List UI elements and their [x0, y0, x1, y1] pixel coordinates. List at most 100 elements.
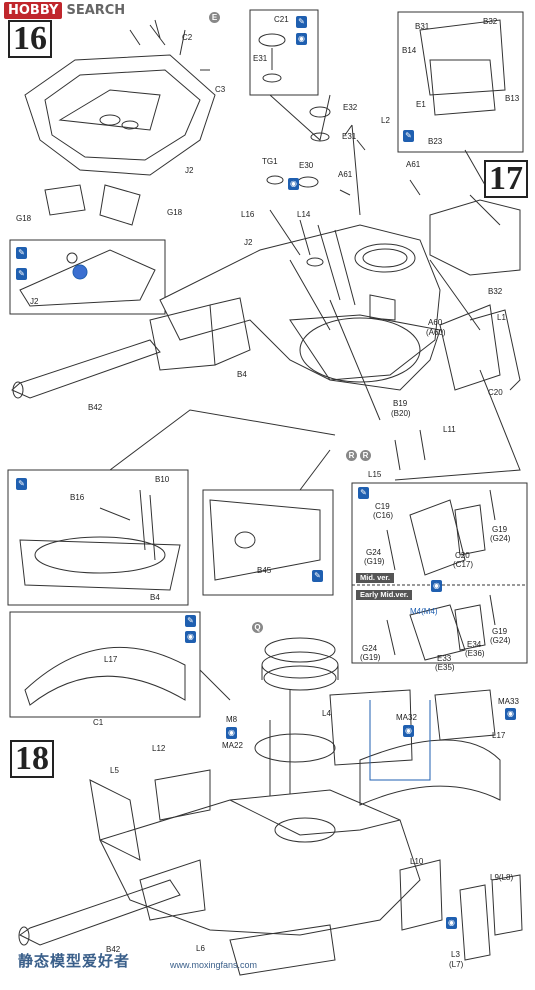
part-label-l1: L1	[497, 313, 506, 322]
part-label-b42: B42	[88, 403, 103, 412]
part-label-l3: L3	[451, 950, 460, 959]
part-label-b42: B42	[106, 945, 121, 954]
part-label-l15: L15	[368, 470, 382, 479]
part-label-b16: B16	[70, 493, 85, 502]
cupola-part	[264, 637, 336, 663]
part-label-e33: E33	[437, 654, 452, 663]
mark-r2: R	[360, 450, 371, 461]
part-label-a60-alt: (A60)	[426, 328, 446, 337]
hobby-logo: HOBBY	[4, 1, 63, 19]
paint-icon: ◉	[288, 178, 299, 190]
inset-c1-frame	[9, 611, 201, 718]
part-label-l16: L16	[241, 210, 255, 219]
part-label-g19: G19	[492, 525, 508, 534]
part-label-j2: J2	[185, 166, 194, 175]
part-label-l11: L11	[443, 425, 456, 434]
part-label-e31: E31	[342, 132, 357, 141]
part-label-b19: B19	[393, 399, 408, 408]
armour-b32	[429, 199, 521, 276]
paint-icon: ◉	[185, 631, 196, 643]
part-label-g24-alt: (G24)	[490, 636, 511, 645]
site-banner: HOBBY SEARCH	[0, 0, 125, 20]
part-label-l7-alt: (L7)	[449, 960, 464, 969]
part-label-l4: L4	[322, 709, 331, 718]
part-label-c17-alt: (C17)	[453, 560, 474, 569]
part-label-e31: E31	[253, 54, 268, 63]
part-label-c1: C1	[93, 718, 104, 727]
part-label-a61: A61	[338, 170, 353, 179]
part-label-a60: A60	[428, 318, 443, 327]
part-label-c2: C2	[182, 33, 193, 42]
part-label-b23: B23	[428, 137, 443, 146]
part-label-l5: L5	[110, 766, 119, 775]
part-label-g18: G18	[167, 208, 183, 217]
part-label-ma22: MA22	[222, 741, 243, 750]
part-label-g24-alt: (G24)	[490, 534, 511, 543]
glue-icon: ✎	[358, 487, 369, 499]
part-label-b32: B32	[488, 287, 503, 296]
part-label-b45: B45	[257, 566, 272, 575]
barrel-b42	[11, 339, 161, 399]
part-label-e32: E32	[343, 103, 358, 112]
part-label-b14: B14	[402, 46, 417, 55]
part-label-b4: B4	[150, 593, 160, 602]
part-label-e30: E30	[299, 161, 314, 170]
barrel-b42-final	[19, 879, 181, 946]
part-label-l17: L17	[104, 655, 118, 664]
part-label-g19: G19	[492, 627, 508, 636]
part-label-tg1: TG1	[262, 157, 278, 166]
part-label-b10: B10	[155, 475, 170, 484]
part-label-m4: M4(M4)	[410, 607, 438, 616]
paint-icon: ◉	[446, 917, 457, 929]
part-label-c20: C20	[488, 388, 503, 397]
part-label-b32: B32	[483, 17, 498, 26]
skirt-l17	[359, 739, 501, 806]
paint-icon: ◉	[505, 708, 516, 720]
part-label-ma32: MA32	[396, 713, 417, 722]
part-label-c3: C3	[215, 85, 226, 94]
part-label-l17: L17	[492, 731, 506, 740]
glue-icon: ✎	[16, 247, 27, 259]
part-label-c20: C20	[455, 551, 470, 560]
turret-body-part	[159, 224, 441, 381]
part-label-l9: L9(L8)	[490, 873, 514, 882]
inset-j2-frame	[9, 239, 166, 315]
part-label-c16-alt: (C16)	[373, 511, 394, 520]
part-label-g19-alt: (G19)	[360, 653, 381, 662]
glue-icon: ✎	[312, 570, 323, 582]
glue-icon: ✎	[16, 268, 27, 280]
part-label-b31: B31	[415, 22, 430, 31]
watermark-url: www.moxingfans.com	[170, 960, 258, 970]
hatch-g18-left	[44, 184, 86, 216]
step-18: 18	[10, 740, 54, 778]
skirt-l6	[229, 924, 336, 976]
paint-icon: ◉	[403, 725, 414, 737]
inset-c19-frame	[351, 482, 528, 664]
part-label-e35-alt: (E35)	[435, 663, 455, 672]
part-label-e1: E1	[416, 100, 426, 109]
part-label-l12: L12	[152, 744, 166, 753]
glue-icon: ✎	[16, 478, 27, 490]
part-label-l6: L6	[196, 944, 205, 953]
turret-final-part	[99, 789, 421, 936]
inset-c21-frame	[249, 9, 319, 96]
part-label-c19: C19	[375, 502, 390, 511]
part-label-g24: G24	[362, 644, 378, 653]
part-label-b13: B13	[505, 94, 520, 103]
mid-version-bar: Mid. ver.	[356, 573, 395, 583]
part-label-e34: E34	[467, 640, 482, 649]
paint-icon: ◉	[296, 33, 307, 45]
paint-icon: ◉	[226, 727, 237, 739]
mark-r1: R	[346, 450, 357, 461]
glue-icon: ✎	[185, 615, 196, 627]
mark-e: E	[209, 12, 220, 23]
inset-b31-frame	[397, 11, 524, 153]
part-label-b4: B4	[237, 370, 247, 379]
part-label-ma33: MA33	[498, 697, 519, 706]
part-label-l2: L2	[381, 116, 390, 125]
inset-b10-frame	[7, 469, 189, 606]
glue-icon: ✎	[403, 130, 414, 142]
part-label-l10: L10	[410, 857, 424, 866]
